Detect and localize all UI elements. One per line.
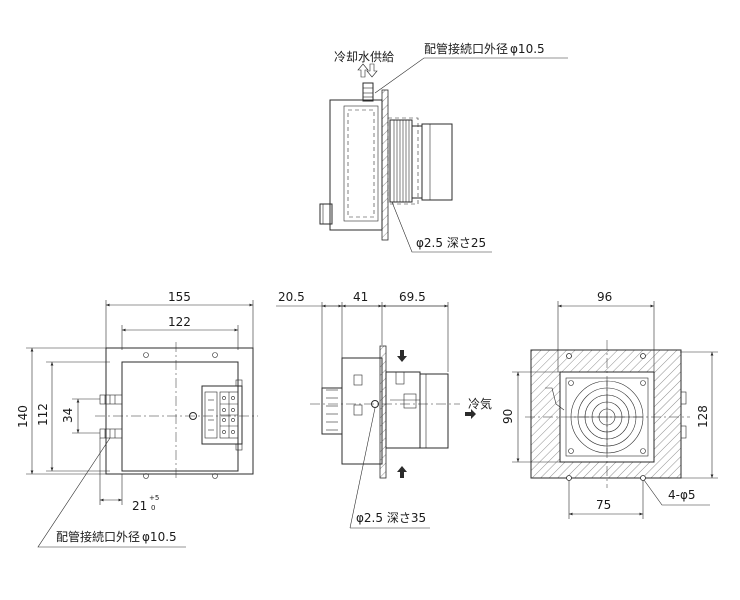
- top-knob: [319, 203, 333, 225]
- side-air-arrow-icon: [465, 409, 476, 419]
- side-arrow-up-icon: [397, 466, 407, 478]
- fan-dim-90: 90: [501, 409, 515, 424]
- dim-140: 140: [16, 405, 30, 428]
- side-pipe-upper: [353, 374, 363, 386]
- front-mount-holes: [143, 352, 218, 479]
- fan-hole-label: 4-φ5: [668, 488, 696, 502]
- front-pipe-leader: [37, 437, 186, 548]
- front-center-screw: [189, 412, 197, 420]
- dim-155: 155: [168, 290, 191, 304]
- side-view: 20.5 41 69.5 冷気: [276, 290, 492, 529]
- side-knob-lines: [326, 389, 338, 431]
- side-hole-label: φ2.5 深さ35: [356, 511, 426, 525]
- coolant-arrows-icon: [357, 63, 378, 78]
- fan-mount-holes: [566, 353, 646, 481]
- top-fan-body: [421, 123, 453, 201]
- fan-hole-leader: [643, 479, 710, 506]
- front-outer-plate: [105, 347, 254, 475]
- front-pipe-lower: [99, 428, 123, 439]
- fan-cable: [545, 387, 565, 411]
- side-dim-20-5: 20.5: [278, 290, 305, 304]
- fan-frame-holes: [568, 380, 646, 454]
- dim-112: 112: [36, 403, 50, 426]
- dim-34: 34: [61, 408, 75, 423]
- side-pipe-lower: [353, 404, 363, 416]
- side-arrow-down-icon: [397, 350, 407, 362]
- dim-21-tol-lower: 0: [151, 504, 155, 512]
- coolant-supply-label: 冷却水供給: [334, 50, 394, 64]
- top-pipe-leader: [374, 57, 568, 94]
- side-hole-leader: [349, 407, 376, 529]
- top-fan-frame: [411, 125, 423, 199]
- side-air-label: 冷気: [468, 396, 492, 411]
- front-pipe-upper: [99, 394, 123, 405]
- fan-dim-96: 96: [597, 290, 612, 304]
- side-dim-69-5: 69.5: [399, 290, 426, 304]
- fan-dim-75: 75: [596, 498, 611, 512]
- side-fan: [419, 373, 449, 449]
- top-hole-label: φ2.5 深さ25: [416, 236, 486, 250]
- front-view: 155 122 140 112 34: [16, 290, 258, 548]
- dim-21: 21: [132, 499, 147, 513]
- top-pipe-fitting: [362, 82, 374, 102]
- top-inner-block: [343, 105, 379, 222]
- fan-dim-128: 128: [696, 405, 710, 428]
- front-inner-body: [121, 361, 239, 472]
- side-mount-plate: [379, 345, 387, 479]
- top-fin-lines: [393, 120, 410, 202]
- side-screw: [371, 400, 379, 408]
- side-heatsink: [385, 371, 421, 449]
- side-knob-block: [321, 387, 343, 435]
- front-terminal-block: [201, 379, 243, 451]
- dim-122: 122: [168, 315, 191, 329]
- top-mount-plate: [381, 89, 389, 241]
- fan-view: 96 75 90 128: [501, 290, 718, 519]
- top-hole-leader: [391, 201, 492, 253]
- dim-21-tol-upper: +5: [149, 494, 159, 502]
- side-dim-41: 41: [353, 290, 368, 304]
